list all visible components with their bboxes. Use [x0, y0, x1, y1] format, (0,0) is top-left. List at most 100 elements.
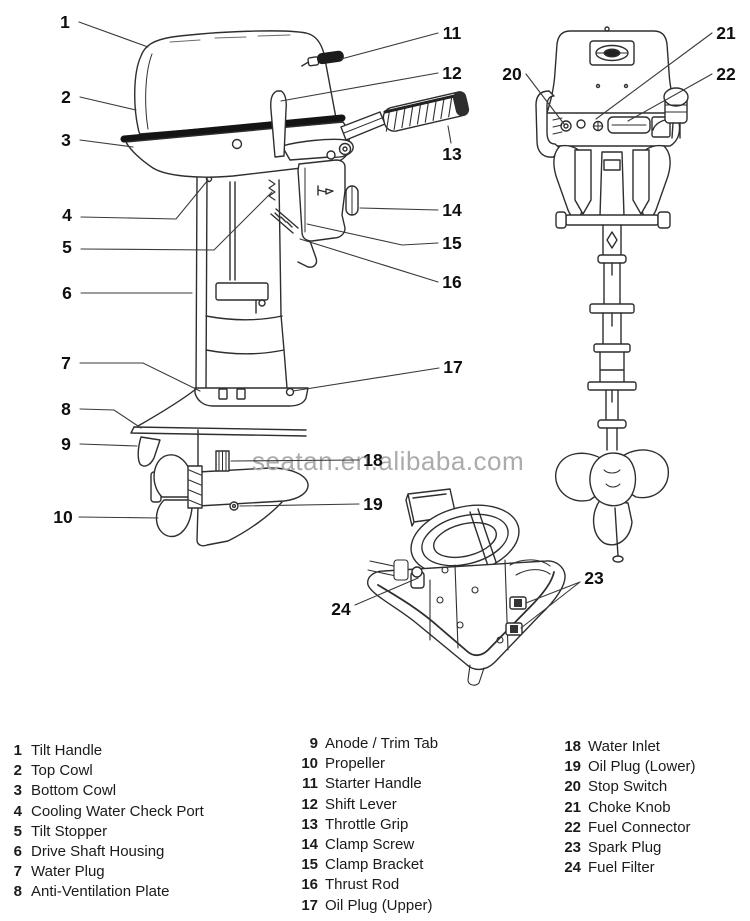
- anode-trim-tab: [137, 436, 161, 467]
- legend-item-9: 9 Anode / Trim Tab: [292, 734, 438, 754]
- tilt-stopper: [268, 179, 276, 201]
- legend-label: Anti-Ventilation Plate: [31, 883, 170, 901]
- throttle-grip: [382, 91, 470, 132]
- callout-13: 13: [442, 144, 462, 164]
- callout-16: 16: [442, 272, 462, 292]
- callout-3: 3: [61, 130, 71, 150]
- propeller: [150, 454, 203, 538]
- legend-label: Clamp Bracket: [325, 856, 424, 874]
- fuel-filter: [410, 566, 425, 589]
- callout-7: 7: [61, 353, 71, 373]
- legend-label: Bottom Cowl: [31, 782, 117, 800]
- legend-label: Choke Knob: [588, 798, 671, 816]
- callout-4: 4: [62, 205, 72, 225]
- callout-9: 9: [61, 434, 71, 454]
- legend-label: Anode / Trim Tab: [325, 735, 439, 752]
- engine-block-details: [367, 559, 551, 686]
- legend-item-16: 16 Thrust Rod: [292, 875, 438, 895]
- legend-label: Clamp Screw: [325, 836, 415, 854]
- legend-num: 13: [301, 815, 318, 833]
- legend-item-8: 8 Anti-Ventilation Plate: [6, 882, 204, 902]
- legend-label: Fuel Filter: [588, 859, 655, 877]
- callout-5: 5: [62, 237, 72, 257]
- legend-item-15: 15 Clamp Bracket: [292, 855, 438, 875]
- legend-num: 22: [564, 818, 581, 836]
- callout-15: 15: [442, 233, 462, 253]
- legend-num: 9: [309, 735, 318, 752]
- fuel-connector: [652, 87, 689, 139]
- legend-label: Fuel Connector: [588, 818, 691, 836]
- propeller-rear: [555, 449, 669, 563]
- side-view-diagram: [120, 30, 470, 547]
- legend-num: 23: [564, 839, 581, 857]
- callout-2: 2: [61, 87, 71, 107]
- callout-22: 22: [716, 64, 736, 84]
- legend-num: 8: [13, 883, 22, 901]
- legend-label: Stop Switch: [588, 778, 668, 796]
- tiller-handle: [340, 91, 470, 141]
- legend-label: Throttle Grip: [325, 815, 409, 833]
- legend-num: 11: [302, 775, 318, 793]
- lower-unit: [196, 429, 309, 547]
- callout-1: 1: [60, 12, 70, 32]
- legend-num: 21: [564, 798, 581, 816]
- callout-21: 21: [716, 23, 736, 43]
- legend-item-7: 7 Water Plug: [6, 862, 204, 882]
- legend-num: 10: [301, 755, 318, 773]
- starter-handle: [301, 50, 344, 67]
- legend-num: 16: [301, 876, 318, 894]
- rear-view-diagram: [535, 26, 689, 563]
- legend-num: 7: [13, 863, 22, 881]
- legend-label: Top Cowl: [31, 762, 93, 780]
- legend-num: 2: [13, 762, 22, 780]
- legend-label: Oil Plug (Upper): [325, 896, 433, 914]
- logo-plate: [589, 40, 635, 66]
- legend-item-14: 14 Clamp Screw: [292, 835, 438, 855]
- legend-label: Cooling Water Check Port: [31, 802, 204, 820]
- legend-num: 6: [13, 843, 22, 861]
- legend-num: 14: [301, 836, 318, 854]
- legend-num: 5: [13, 822, 22, 840]
- callout-17: 17: [443, 357, 462, 377]
- legend-label: Tilt Handle: [31, 742, 103, 759]
- spark-plugs: [505, 596, 527, 636]
- callout-23: 23: [584, 568, 604, 588]
- legend-item-24: 24 Fuel Filter: [555, 858, 696, 878]
- legend-num: 24: [564, 859, 581, 877]
- legend-label: Water Plug: [31, 863, 105, 881]
- legend-num: 15: [301, 856, 318, 874]
- powerhead-diagram: [367, 488, 566, 686]
- legend-item-3: 3 Bottom Cowl: [6, 781, 204, 801]
- shift-lever: [270, 90, 287, 158]
- callout-6: 6: [62, 283, 72, 303]
- legend-num: 3: [13, 782, 22, 800]
- callout-14: 14: [442, 200, 462, 220]
- callout-12: 12: [442, 63, 462, 83]
- callout-11: 11: [443, 23, 462, 43]
- legend-label: Thrust Rod: [325, 876, 400, 894]
- rear-drive-shaft: [587, 224, 637, 451]
- legend-num: 18: [564, 738, 581, 755]
- clamp-screw-tip: [317, 185, 334, 196]
- leader-lines: [78, 21, 713, 629]
- outboard-motor-parts-diagram: seatan.en.alibaba.com 1 2 3 4 5 6 7: [53, 12, 736, 686]
- rear-clamp-brackets: [553, 144, 671, 229]
- callout-19: 19: [363, 494, 383, 514]
- legend-label: Shift Lever: [325, 795, 397, 813]
- thrust-rod: [270, 208, 299, 234]
- oil-plug-upper: [285, 387, 295, 397]
